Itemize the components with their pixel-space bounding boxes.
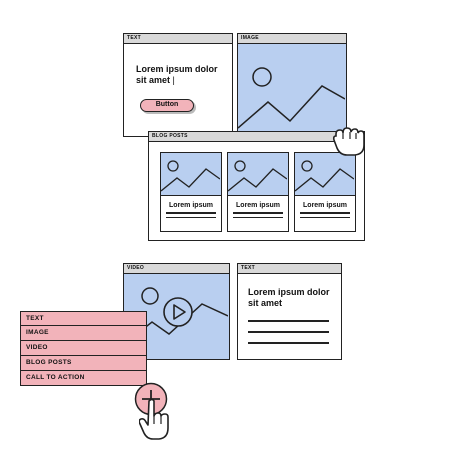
text-cursor: | [170,75,175,85]
add-block-menu[interactable]: TEXT IMAGE VIDEO BLOG POSTS CALL TO ACTI… [20,311,147,386]
text-line [166,216,216,218]
menu-item-call-to-action[interactable]: CALL TO ACTION [20,371,147,386]
blog-card-caption: Lorem ipsum [169,202,213,209]
text-panel-bottom[interactable]: TEXT Lorem ipsum dolor sit amet [237,263,342,360]
video-panel-title: VIDEO [124,264,229,274]
image-placeholder [238,44,346,136]
text-line [233,212,283,214]
text-panel-top[interactable]: TEXT Lorem ipsum dolor sit amet | Button [123,33,233,137]
blog-posts-title: BLOG POSTS [149,132,364,142]
play-button[interactable] [162,296,194,328]
image-panel-title: IMAGE [238,34,346,44]
text-line [300,216,350,218]
text-line [233,216,283,218]
landscape-icon [161,160,220,192]
text-lines [248,320,329,353]
hand-grab-icon [330,120,364,156]
blog-card-image [228,153,288,196]
landscape-icon [295,160,354,192]
hand-pointer-icon [139,398,171,440]
image-panel-top[interactable]: IMAGE [237,33,347,137]
text-panel-heading[interactable]: Lorem ipsum dolor sit amet | [136,64,226,86]
blog-card-image [295,153,355,196]
text-panel-heading[interactable]: Lorem ipsum dolor sit amet [248,287,330,308]
landscape-icon [238,67,345,129]
landscape-icon [228,160,287,192]
menu-item-video[interactable]: VIDEO [20,341,147,356]
heading-text: Lorem ipsum dolor sit amet [136,64,218,85]
blog-card-image [161,153,221,196]
text-panel-title: TEXT [238,264,341,274]
blog-posts-panel[interactable]: BLOG POSTS Lorem ipsum Lorem ipsum [148,131,365,241]
text-line [248,342,329,344]
text-line [300,212,350,214]
blog-card-caption: Lorem ipsum [303,202,347,209]
text-line [248,331,329,333]
menu-item-text[interactable]: TEXT [20,311,147,326]
play-icon [163,297,193,327]
menu-item-image[interactable]: IMAGE [20,326,147,341]
text-panel-title: TEXT [124,34,232,44]
blog-card[interactable]: Lorem ipsum [294,152,356,232]
menu-item-blog-posts[interactable]: BLOG POSTS [20,356,147,371]
text-line [166,212,216,214]
blog-card[interactable]: Lorem ipsum [160,152,222,232]
cta-button[interactable]: Button [140,99,194,112]
text-line [248,320,329,322]
blog-card-caption: Lorem ipsum [236,202,280,209]
blog-card[interactable]: Lorem ipsum [227,152,289,232]
